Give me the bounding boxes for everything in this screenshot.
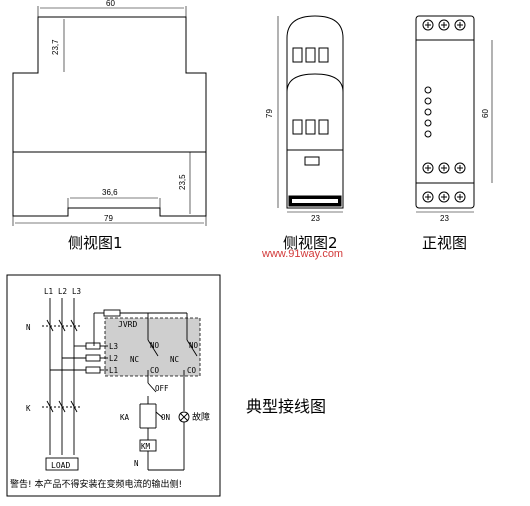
relay1-co-label: CO bbox=[150, 366, 160, 375]
watermark: www.91way.com bbox=[261, 248, 343, 260]
front-view-outline bbox=[415, 15, 475, 209]
relay2-co-label: CO bbox=[187, 366, 197, 375]
coil-label: KM bbox=[141, 442, 151, 451]
relay2-no-label: NO bbox=[189, 341, 199, 350]
phase-l3-label: L3 bbox=[72, 287, 81, 296]
contactor-top-label: N bbox=[26, 323, 31, 332]
side-view-2 bbox=[277, 15, 344, 213]
fault-lamp-label: 故障 bbox=[192, 411, 210, 423]
phase-l2-label: L2 bbox=[58, 287, 67, 296]
relay1-nc-label: NC bbox=[130, 355, 139, 364]
dim-width-bottom: 79 bbox=[104, 214, 113, 223]
off-switch-label: OFF bbox=[155, 384, 169, 393]
front-view-caption: 正视图 bbox=[422, 234, 467, 252]
device-name: JVRD bbox=[118, 320, 137, 329]
ka-label: KA bbox=[120, 413, 130, 422]
dim-width-top: 60 bbox=[106, 0, 115, 8]
dim-front-height: 60 bbox=[481, 109, 490, 118]
on-switch-label: ON bbox=[161, 413, 170, 422]
dim-side2-height: 79 bbox=[265, 109, 274, 118]
wiring-frame bbox=[6, 274, 221, 497]
dim-height-upper: 23,7 bbox=[51, 39, 60, 55]
input-l3-label: L3 bbox=[109, 342, 118, 351]
load-label: LOAD bbox=[51, 461, 70, 470]
dim-rail: 36,6 bbox=[102, 188, 118, 197]
input-l2-label: L2 bbox=[109, 354, 118, 363]
dim-height-lower: 23,5 bbox=[178, 174, 187, 190]
dim-front-width: 23 bbox=[440, 214, 449, 223]
contactor-bottom-label: K bbox=[26, 404, 31, 413]
side-view-1 bbox=[12, 6, 207, 226]
side-view-2-outline bbox=[286, 15, 344, 209]
wiring-caption: 典型接线图 bbox=[246, 397, 326, 416]
relay2-nc-label: NC bbox=[170, 355, 179, 364]
input-l1-label: L1 bbox=[109, 366, 118, 375]
relay1-no-label: NO bbox=[150, 341, 160, 350]
front-view bbox=[415, 15, 493, 213]
wiring-lines bbox=[42, 298, 198, 471]
dim-side2-width: 23 bbox=[311, 214, 320, 223]
side-view-2-caption: 侧视图2 bbox=[283, 234, 338, 252]
warning-text: 警告! 本产品不得安装在变频电流的输出侧! bbox=[10, 478, 182, 490]
neutral-label: N bbox=[134, 459, 139, 468]
phase-l1-label: L1 bbox=[44, 287, 53, 296]
side-view-1-caption: 侧视图1 bbox=[68, 234, 123, 252]
